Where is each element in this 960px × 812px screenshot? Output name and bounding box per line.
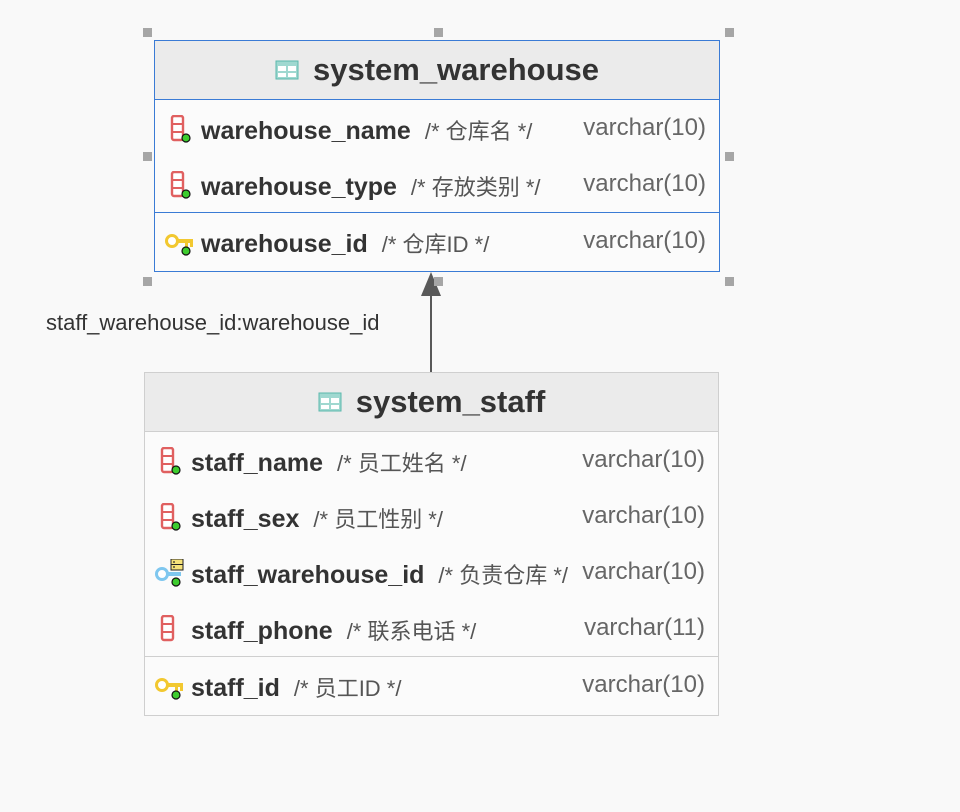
- relationship-label: staff_warehouse_id:warehouse_id: [46, 310, 380, 335]
- column-name: staff_name: [191, 449, 323, 477]
- column-comment: /* 联系电话 */: [346, 619, 477, 644]
- column-type: varchar(11): [584, 614, 705, 641]
- column-name: staff_id: [191, 674, 280, 702]
- selection-handle[interactable]: [143, 152, 152, 161]
- table-icon: [275, 60, 299, 80]
- column-type: varchar(10): [582, 502, 705, 529]
- selection-handle[interactable]: [434, 28, 443, 37]
- selection-handle[interactable]: [725, 152, 734, 161]
- table-row[interactable]: staff_id /* 员工ID */ varchar(10): [145, 656, 718, 713]
- not-null-dot-icon: [181, 133, 191, 143]
- selection-handle[interactable]: [143, 28, 152, 37]
- foreign-key-icon: [155, 559, 184, 587]
- table-row[interactable]: staff_phone /* 联系电话 */ varchar(11): [145, 600, 718, 656]
- selection-handle[interactable]: [725, 28, 734, 37]
- column-name: staff_phone: [191, 617, 333, 645]
- column-name: warehouse_type: [201, 173, 397, 201]
- table-row[interactable]: warehouse_id /* 仓库ID */ varchar(10): [155, 212, 719, 269]
- table-row[interactable]: staff_warehouse_id /* 负责仓库 */ varchar(10): [145, 544, 718, 600]
- column-type: varchar(10): [582, 446, 705, 473]
- column-name: warehouse_id: [201, 230, 368, 258]
- column-type: varchar(10): [583, 227, 706, 254]
- column-icon: [160, 447, 181, 475]
- not-null-dot-icon: [171, 465, 181, 475]
- column-comment: /* 存放类别 */: [410, 175, 541, 200]
- column-icon: [160, 615, 175, 642]
- table-system-warehouse[interactable]: system_warehouse warehouse_name /* 仓库名 */…: [154, 40, 720, 272]
- table-header[interactable]: system_warehouse: [155, 41, 719, 100]
- column-type: varchar(10): [582, 558, 705, 585]
- column-icon: [170, 115, 191, 143]
- table-row[interactable]: staff_sex /* 员工性别 */ varchar(10): [145, 488, 718, 544]
- table-title: system_staff: [355, 384, 546, 419]
- table-row[interactable]: warehouse_name /* 仓库名 */ varchar(10): [155, 100, 719, 156]
- primary-key-icon: [155, 678, 183, 700]
- table-row[interactable]: staff_name /* 员工姓名 */ varchar(10): [145, 432, 718, 488]
- column-comment: /* 员工ID */: [293, 676, 402, 701]
- primary-key-icon: [165, 234, 193, 256]
- column-type: varchar(10): [583, 170, 706, 197]
- column-comment: /* 员工性别 */: [313, 507, 443, 532]
- selection-handle[interactable]: [434, 277, 443, 286]
- column-comment: /* 负责仓库 */: [438, 563, 568, 588]
- table-row[interactable]: warehouse_type /* 存放类别 */ varchar(10): [155, 156, 719, 212]
- selection-handle[interactable]: [725, 277, 734, 286]
- column-comment: /* 仓库ID */: [381, 232, 490, 257]
- column-comment: /* 员工姓名 */: [337, 451, 467, 476]
- arrow-head-icon: [421, 272, 441, 296]
- column-name: staff_sex: [191, 505, 300, 533]
- column-type: varchar(10): [583, 114, 706, 141]
- column-comment: /* 仓库名 */: [424, 119, 533, 144]
- not-null-dot-icon: [171, 577, 181, 587]
- table-title: system_warehouse: [312, 52, 600, 87]
- column-name: staff_warehouse_id: [191, 561, 425, 589]
- column-icon: [170, 171, 191, 199]
- selection-handle[interactable]: [143, 277, 152, 286]
- table-icon: [318, 392, 342, 412]
- not-null-dot-icon: [171, 521, 181, 531]
- column-icon: [160, 503, 181, 531]
- column-name: warehouse_name: [201, 117, 411, 145]
- table-header[interactable]: system_staff: [145, 373, 718, 432]
- table-system-staff[interactable]: system_staff staff_name /* 员工姓名 */ varcha…: [144, 372, 719, 716]
- not-null-dot-icon: [171, 690, 181, 700]
- not-null-dot-icon: [181, 189, 191, 199]
- column-type: varchar(10): [582, 671, 705, 698]
- not-null-dot-icon: [181, 246, 191, 256]
